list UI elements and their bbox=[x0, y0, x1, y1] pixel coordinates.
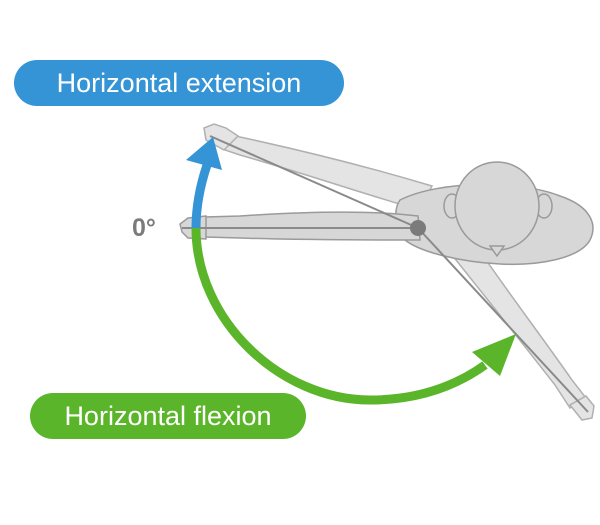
hand-flexion-icon bbox=[568, 395, 595, 421]
arm-extension-position bbox=[203, 123, 434, 211]
axis-lines bbox=[182, 135, 589, 413]
arm-flexion-position bbox=[438, 223, 595, 421]
flexion-arc bbox=[191, 227, 516, 405]
extension-label: Horizontal extension bbox=[14, 60, 344, 106]
zero-degree-label: 0° bbox=[132, 214, 156, 242]
head-icon bbox=[443, 161, 553, 258]
flexion-arrowhead-icon bbox=[472, 334, 516, 376]
arm-neutral-position bbox=[179, 211, 421, 241]
extension-arrowhead-icon bbox=[186, 137, 222, 170]
flexion-label: Horizontal flexion bbox=[30, 393, 306, 439]
shoulder-joint bbox=[410, 220, 426, 236]
extension-arc bbox=[186, 137, 222, 229]
